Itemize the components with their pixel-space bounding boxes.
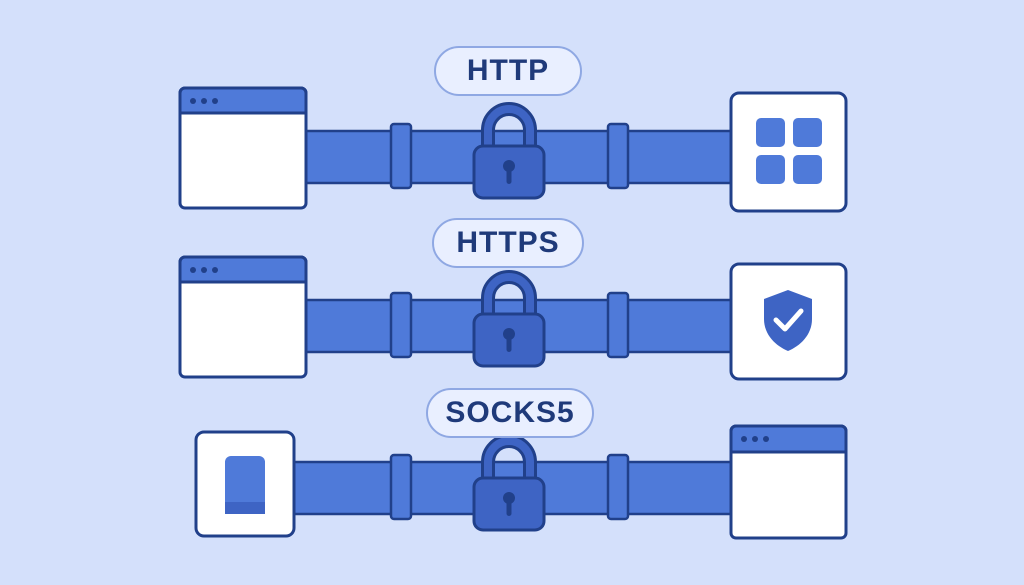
padlock-icon [472, 270, 546, 368]
browser-window-icon [178, 86, 308, 210]
protocol-label: HTTPS [456, 226, 560, 259]
row-http [178, 86, 848, 213]
app-grid-icon [729, 91, 848, 213]
browser-window-icon [178, 255, 308, 379]
label-pill-https: HTTPS [432, 218, 584, 268]
protocol-label: SOCKS5 [445, 396, 575, 429]
label-pill-socks5: SOCKS5 [426, 388, 594, 438]
padlock-icon [472, 434, 546, 532]
shield-check-icon [729, 262, 848, 381]
browser-window-icon [729, 424, 848, 540]
padlock-icon [472, 102, 546, 200]
row-socks5 [194, 424, 848, 540]
mobile-device-icon [194, 430, 296, 538]
protocol-label: HTTP [466, 54, 550, 87]
row-https [178, 255, 848, 381]
label-pill-http: HTTP [434, 46, 582, 96]
